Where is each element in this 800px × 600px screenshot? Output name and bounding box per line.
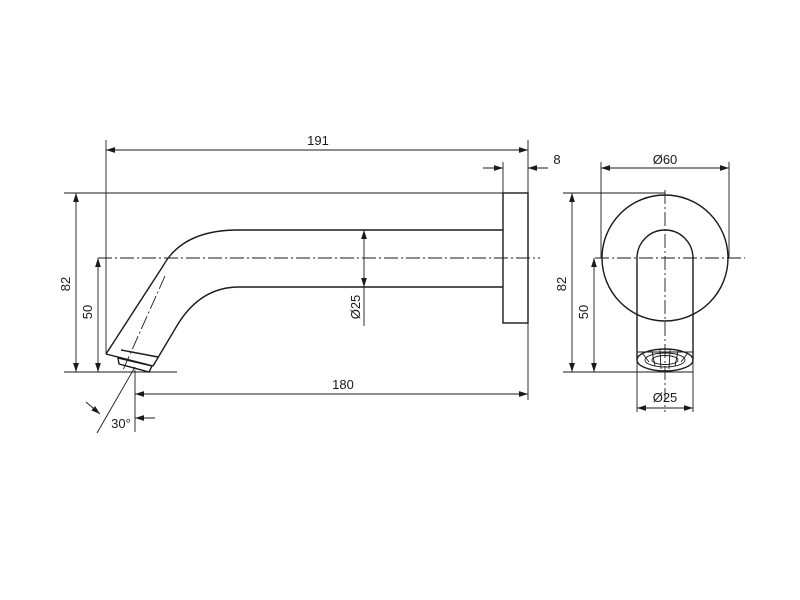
front-dim-label-d25: Ø25 xyxy=(653,390,678,405)
dim-label-8: 8 xyxy=(553,152,560,167)
front-dim-label-82: 82 xyxy=(554,277,569,291)
spout-outlet xyxy=(105,349,159,373)
outlet-axis-extension xyxy=(96,366,136,434)
angle-arrow-left xyxy=(85,401,101,415)
front-dim-label-50: 50 xyxy=(576,305,591,319)
dim-label-50: 50 xyxy=(80,305,95,319)
front-view: Ø60 82 50 Ø25 xyxy=(554,152,745,412)
dim-label-191: 191 xyxy=(307,133,329,148)
outlet-axis xyxy=(122,275,166,371)
dim-label-30deg: 30° xyxy=(111,416,131,431)
dim-label-d25: Ø25 xyxy=(348,295,363,320)
front-dim-label-d60: Ø60 xyxy=(653,152,678,167)
dim-label-180: 180 xyxy=(332,377,354,392)
spout-body xyxy=(105,229,503,355)
spout-body-lower xyxy=(152,286,503,367)
side-view: 191 8 82 50 Ø25 180 30° xyxy=(58,133,561,434)
dim-label-82: 82 xyxy=(58,277,73,291)
